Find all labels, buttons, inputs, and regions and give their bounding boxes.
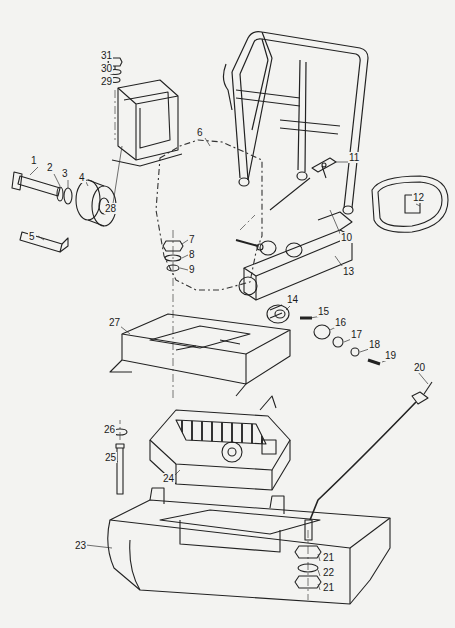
mount-hardware [267,305,380,364]
callout-number: 2 [46,162,54,173]
clutch-pulley [12,172,116,252]
callout-number: 28 [104,203,117,214]
callout-number: 12 [412,192,425,203]
engine-base [110,314,290,396]
callout-number: 21 [322,552,335,563]
callout-number: 7 [188,234,196,245]
callout-number: 26 [103,424,116,435]
callout-number: 21 [322,582,335,593]
callout-number: 8 [188,249,196,260]
callout-number: 17 [350,329,363,340]
callout-number: 29 [100,76,113,87]
callout-number: 30 [100,63,113,74]
base-plate [108,488,390,604]
callout-number: 6 [196,127,204,138]
handle-frame [223,32,368,214]
throttle-cable [295,382,432,588]
engine-outline [156,140,262,290]
callout-number: 31 [100,50,113,61]
callout-number: 5 [28,231,36,242]
belt-guard [108,58,182,166]
callout-number: 27 [108,317,121,328]
callout-number: 16 [334,317,347,328]
callout-number: 1 [30,155,38,166]
callout-number: 22 [322,567,335,578]
callout-number: 11 [348,152,360,163]
callout-number: 3 [61,168,69,179]
callout-number: 13 [342,266,355,277]
callout-number: 25 [104,452,117,463]
callout-number: 4 [78,172,86,183]
drive-belt [372,176,448,232]
callout-number: 18 [368,339,381,350]
callout-number: 19 [384,350,397,361]
throttle-lever [270,158,336,210]
engine-nut [163,241,183,271]
exciter-unit [150,396,290,490]
handle-bracket [236,212,352,318]
callout-number: 23 [74,540,87,551]
callout-number: 20 [413,362,426,373]
callout-number: 9 [188,264,196,275]
callout-number: 10 [340,232,353,243]
callout-number: 14 [286,294,299,305]
callout-number: 15 [317,306,330,317]
callout-number: 24 [162,473,175,484]
